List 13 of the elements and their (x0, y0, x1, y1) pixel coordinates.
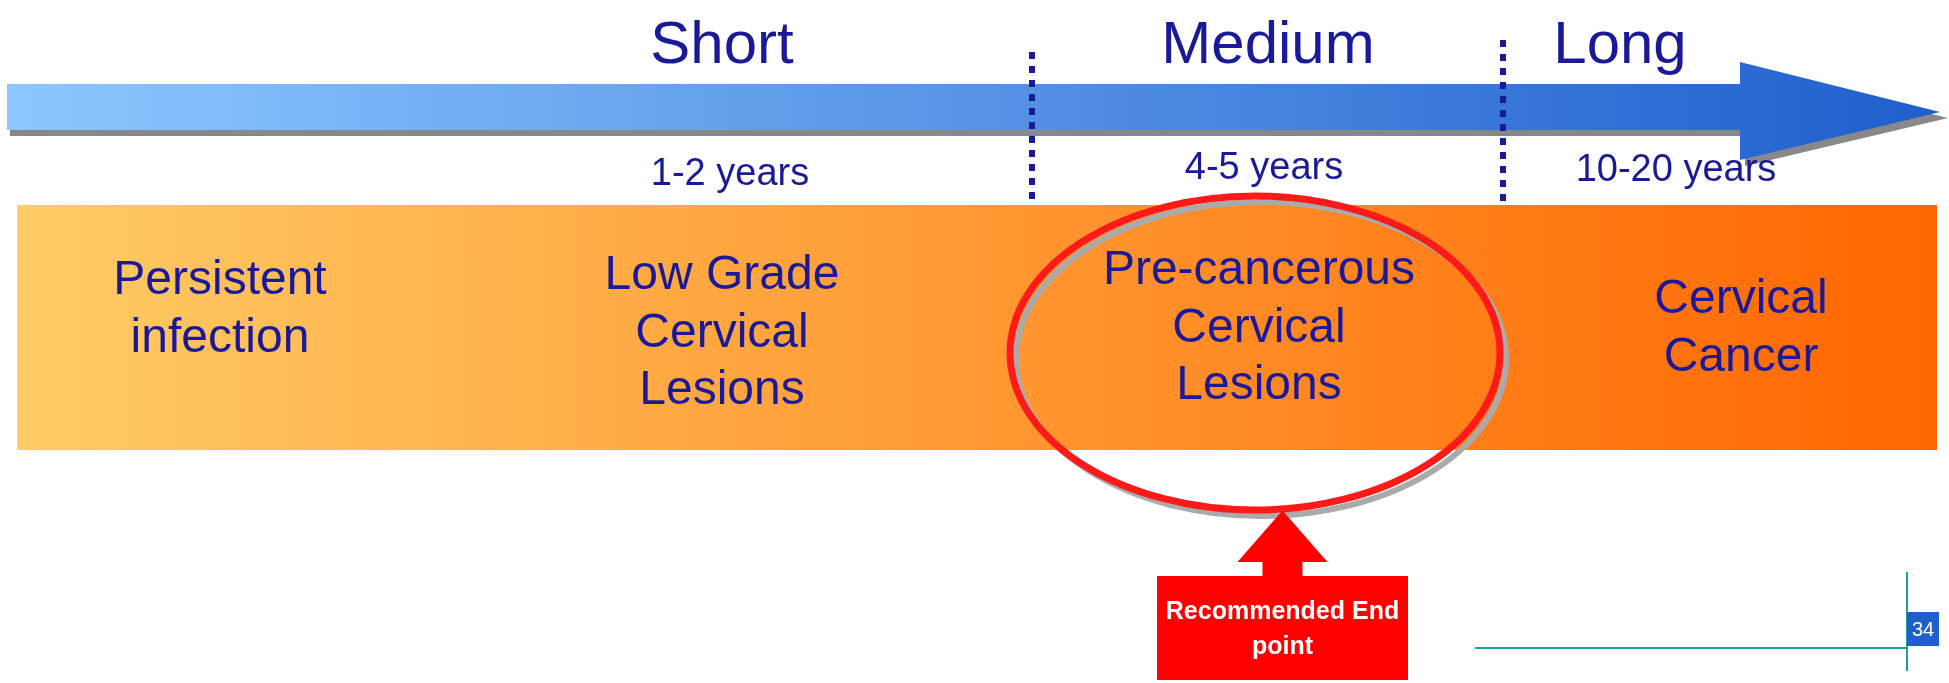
callout-box: Recommended End point (1157, 576, 1408, 680)
duration-label: 1-2 years (650, 150, 810, 194)
phase-heading: Short (650, 7, 794, 77)
duration-label: 4-5 years (1184, 144, 1344, 188)
stage-band (17, 205, 1937, 450)
stage-label: Cervical Cancer (1581, 268, 1901, 384)
stage-label: Low Grade Cervical Lesions (562, 243, 882, 417)
stage-label: Persistent infection (60, 249, 380, 365)
page-number: 34 (1907, 612, 1939, 646)
phase-heading: Long (1553, 7, 1687, 77)
arrow (1237, 510, 1328, 576)
phase-heading: Medium (1161, 7, 1375, 77)
duration-label: 10-20 years (1575, 146, 1777, 190)
